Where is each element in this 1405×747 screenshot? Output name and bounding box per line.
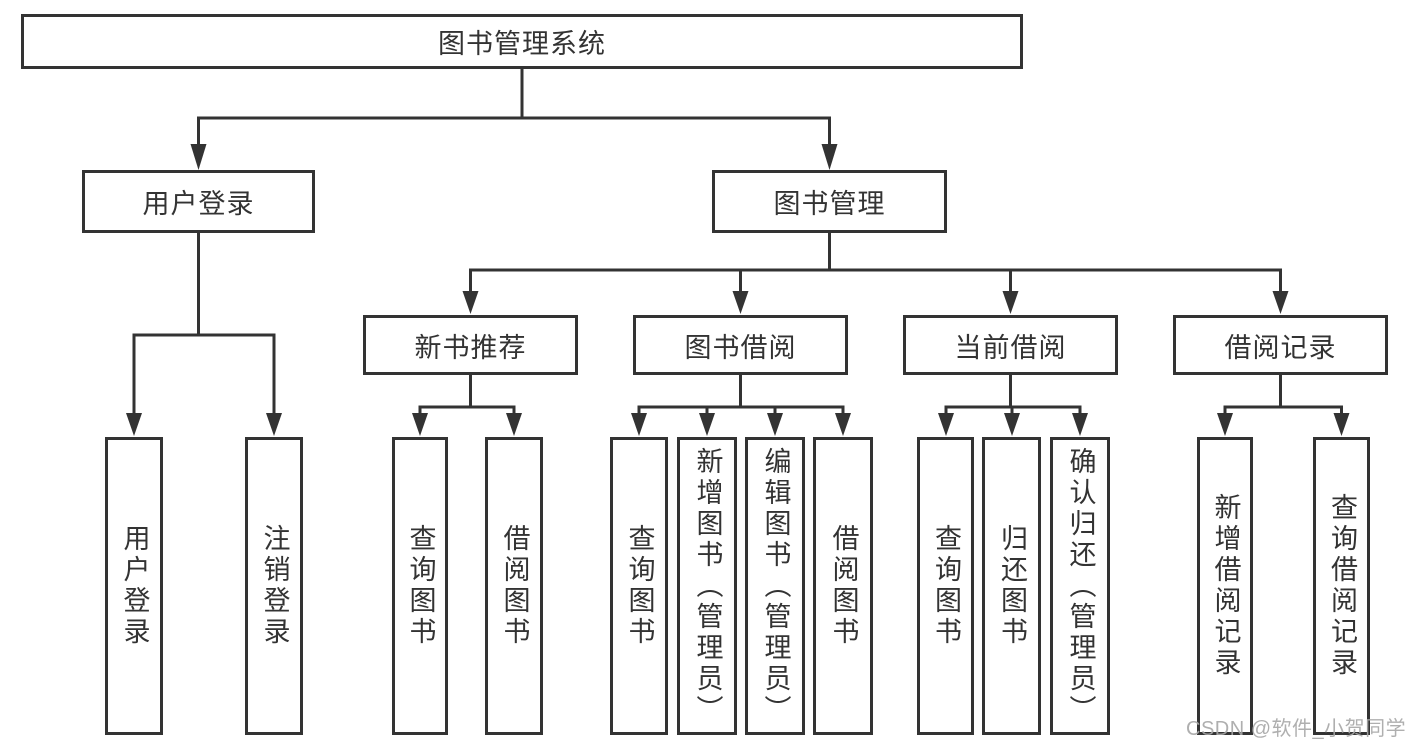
leaf-user-login: 用户登录 [105, 437, 163, 735]
connector-user-login-branch [132, 233, 276, 418]
node-borrowing-records: 借阅记录 [1173, 315, 1388, 375]
leaf-add-book-admin: 新增图书（管理员） [677, 437, 737, 735]
connector-borrow-records-branch [1223, 375, 1343, 418]
leaf-return-book: 归还图书 [982, 437, 1041, 735]
csdn-watermark: CSDN @软件_小贺同学 [1186, 718, 1405, 740]
node-book-borrowing: 图书借阅 [633, 315, 848, 375]
node-library-management-system: 图书管理系统 [21, 14, 1023, 69]
leaf-query-borrow-record: 查询借阅记录 [1313, 437, 1370, 735]
leaf-add-borrow-record: 新增借阅记录 [1197, 437, 1253, 735]
leaf-query-book-recommend: 查询图书 [392, 437, 448, 735]
connector-book-borrow-branch [637, 375, 845, 418]
leaf-query-book-borrow: 查询图书 [610, 437, 668, 735]
connector-root-to-level2 [197, 69, 831, 148]
arrowheads [126, 144, 1350, 436]
leaf-confirm-return-admin: 确认归还（管理员） [1050, 437, 1110, 735]
leaf-logout: 注销登录 [245, 437, 303, 735]
leaf-edit-book-admin: 编辑图书（管理员） [745, 437, 805, 735]
node-user-login: 用户登录 [82, 170, 315, 233]
node-book-management: 图书管理 [712, 170, 947, 233]
leaf-borrow-book: 借阅图书 [813, 437, 873, 735]
leaf-query-book-current: 查询图书 [917, 437, 974, 735]
node-current-borrowing: 当前借阅 [903, 315, 1118, 375]
connector-book-management-to-level3 [469, 233, 1282, 295]
connector-new-book-branch [418, 375, 516, 418]
connector-current-borrow-branch [944, 375, 1082, 418]
node-new-book-recommendation: 新书推荐 [363, 315, 578, 375]
leaf-borrow-book-recommend: 借阅图书 [485, 437, 543, 735]
